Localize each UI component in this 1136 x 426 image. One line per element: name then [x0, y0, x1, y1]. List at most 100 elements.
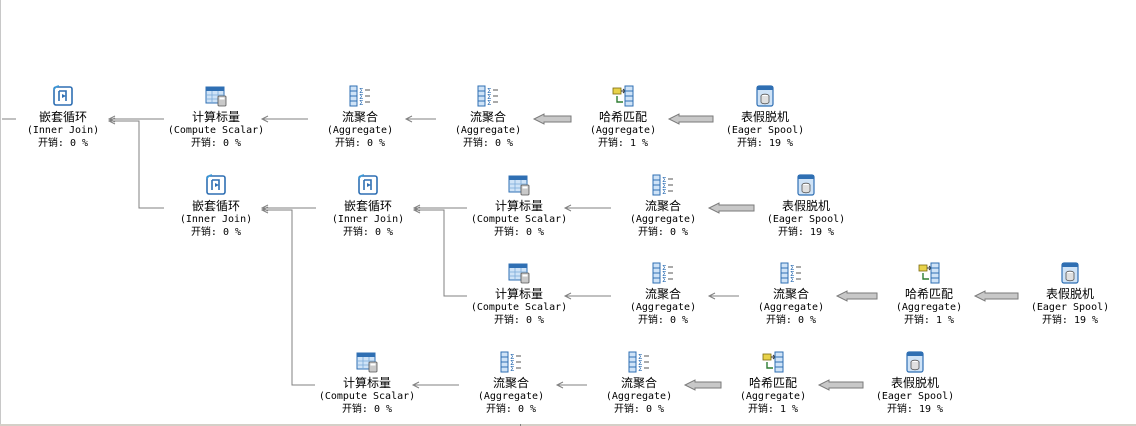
eager-spool-icon — [794, 173, 818, 197]
edge-thick-arrow — [667, 113, 714, 125]
eager-spool-icon — [1058, 261, 1082, 285]
svg-text:Σ: Σ — [510, 365, 514, 373]
operator-physical-name: (Eager Spool) — [1030, 302, 1110, 313]
edge-thick-arrow — [532, 113, 572, 125]
operator-physical-name: (Eager Spool) — [875, 391, 955, 402]
operator-cost: 开销: 0 % — [637, 315, 689, 326]
operator-physical-name: (Aggregate) — [757, 302, 825, 313]
stream-aggregate-icon: Σ Σ Σ — [651, 261, 675, 285]
stream-aggregate-icon: Σ Σ Σ — [476, 84, 500, 108]
plan-node[interactable]: 嵌套循环(Inner Join)开销: 0 % — [151, 173, 281, 240]
operator-cost: 开销: 1 % — [903, 315, 955, 326]
plan-node[interactable]: 哈希匹配(Aggregate)开销: 1 % — [558, 84, 688, 151]
plan-node[interactable]: 哈希匹配(Aggregate)开销: 1 % — [708, 350, 838, 417]
operator-name: 表假脱机 — [890, 376, 939, 390]
plan-node[interactable]: Σ Σ Σ 流聚合(Aggregate)开销: 0 % — [726, 261, 856, 328]
svg-text:Σ: Σ — [510, 359, 514, 367]
operator-cost: 开销: 0 % — [765, 315, 817, 326]
operator-physical-name: (Aggregate) — [895, 302, 963, 313]
operator-physical-name: (Compute Scalar) — [470, 214, 568, 225]
eager-spool-icon — [753, 84, 777, 108]
operator-name: 表假脱机 — [781, 199, 830, 213]
plan-node[interactable]: 表假脱机(Eager Spool) 开销: 19 % — [1005, 261, 1135, 328]
edge-arrow — [563, 292, 611, 300]
operator-name: 计算标量 — [494, 199, 543, 213]
operator-name: 流聚合 — [492, 376, 529, 390]
svg-text:Σ: Σ — [638, 353, 642, 361]
plan-node[interactable]: 嵌套循环(Inner Join) 开销: 0 % — [0, 84, 128, 151]
plan-node[interactable]: Σ Σ Σ 流聚合(Aggregate)开销: 0 % — [423, 84, 553, 151]
operator-name: 表假脱机 — [1045, 287, 1094, 301]
operator-name: 计算标量 — [342, 376, 391, 390]
operator-name: 计算标量 — [191, 110, 240, 124]
stream-aggregate-icon: Σ Σ Σ — [651, 173, 675, 197]
operator-cost: 开销: 0 % — [637, 227, 689, 238]
svg-text:Σ: Σ — [790, 276, 794, 284]
operator-cost: 开销: 19 % — [736, 138, 794, 149]
plan-node[interactable]: 嵌套循环(Inner Join)开销: 0 % — [303, 173, 433, 240]
compute-scalar-icon — [355, 350, 379, 374]
operator-physical-name: (Inner Join) — [26, 125, 100, 136]
operator-physical-name: (Compute Scalar) — [470, 302, 568, 313]
plan-node[interactable]: 哈希匹配(Aggregate)开销: 1 % — [864, 261, 994, 328]
operator-cost: 开销: 0 % — [341, 404, 393, 415]
operator-name: 嵌套循环 — [38, 110, 87, 124]
operator-name: 表假脱机 — [740, 110, 789, 124]
operator-name: 嵌套循环 — [191, 199, 240, 213]
plan-node[interactable]: Σ Σ Σ 流聚合(Aggregate)开销: 0 % — [295, 84, 425, 151]
operator-name: 流聚合 — [772, 287, 809, 301]
stream-aggregate-icon: Σ Σ Σ — [499, 350, 523, 374]
horizontal-scrollbar[interactable] — [0, 424, 1136, 426]
plan-node[interactable]: 表假脱机(Eager Spool)开销: 19 % — [741, 173, 871, 240]
operator-cost: 开销: 0 % — [334, 138, 386, 149]
edge-arrow — [260, 115, 308, 123]
edge-arrow — [555, 381, 587, 389]
operator-name: 流聚合 — [620, 376, 657, 390]
operator-cost: 开销: 19 % — [1041, 315, 1099, 326]
hash-match-icon — [761, 350, 785, 374]
edge-elbow-arrow — [260, 206, 315, 386]
operator-cost: 开销: 0 % — [462, 138, 514, 149]
plan-node[interactable]: 计算标量(Compute Scalar)开销: 0 % — [454, 261, 584, 328]
operator-cost: 开销: 0 % — [37, 138, 89, 149]
svg-text:Σ: Σ — [638, 365, 642, 373]
edge-thick-arrow — [707, 202, 755, 214]
compute-scalar-icon — [507, 261, 531, 285]
operator-cost: 开销: 1 % — [597, 138, 649, 149]
plan-node[interactable]: Σ Σ Σ 流聚合(Aggregate)开销: 0 % — [446, 350, 576, 417]
stream-aggregate-icon: Σ Σ Σ — [627, 350, 651, 374]
plan-node[interactable]: 计算标量(Compute Scalar) 开销: 0 % — [302, 350, 432, 417]
eager-spool-icon — [903, 350, 927, 374]
svg-text:Σ: Σ — [487, 99, 491, 107]
plan-node[interactable]: 计算标量(Compute Scalar)开销: 0 % — [151, 84, 281, 151]
edge-arrow — [707, 292, 739, 300]
edge-arrow — [404, 115, 436, 123]
plan-node[interactable]: 计算标量(Compute Scalar)开销: 0 % — [454, 173, 584, 240]
operator-name: 流聚合 — [644, 199, 681, 213]
operator-physical-name: (Aggregate) — [629, 214, 697, 225]
edge-arrow — [411, 381, 459, 389]
operator-cost: 开销: 19 % — [886, 404, 944, 415]
plan-node[interactable]: Σ Σ Σ 流聚合(Aggregate)开销: 0 % — [574, 350, 704, 417]
left-border — [0, 0, 1, 426]
operator-physical-name: (Aggregate) — [589, 125, 657, 136]
plan-node[interactable]: Σ Σ Σ 流聚合(Aggregate)开销: 0 % — [598, 261, 728, 328]
edge-elbow-arrow — [412, 206, 467, 297]
compute-scalar-icon — [507, 173, 531, 197]
edge-arrow — [563, 204, 611, 212]
operator-cost: 开销: 0 % — [190, 227, 242, 238]
plan-node[interactable]: 表假脱机(Eager Spool) 开销: 19 % — [850, 350, 980, 417]
svg-text:Σ: Σ — [487, 93, 491, 101]
scrollbar-tick — [520, 424, 521, 426]
operator-physical-name: (Aggregate) — [326, 125, 394, 136]
operator-physical-name: (Compute Scalar) — [318, 391, 416, 402]
operator-cost: 开销: 0 % — [485, 404, 537, 415]
plan-node[interactable]: 表假脱机(Eager Spool)开销: 19 % — [700, 84, 830, 151]
edge-thick-arrow — [835, 290, 878, 302]
plan-node[interactable]: Σ Σ Σ 流聚合(Aggregate) 开销: 0 % — [598, 173, 728, 240]
operator-physical-name: (Eager Spool) — [766, 214, 846, 225]
stream-aggregate-icon: Σ Σ Σ — [348, 84, 372, 108]
svg-text:Σ: Σ — [359, 99, 363, 107]
